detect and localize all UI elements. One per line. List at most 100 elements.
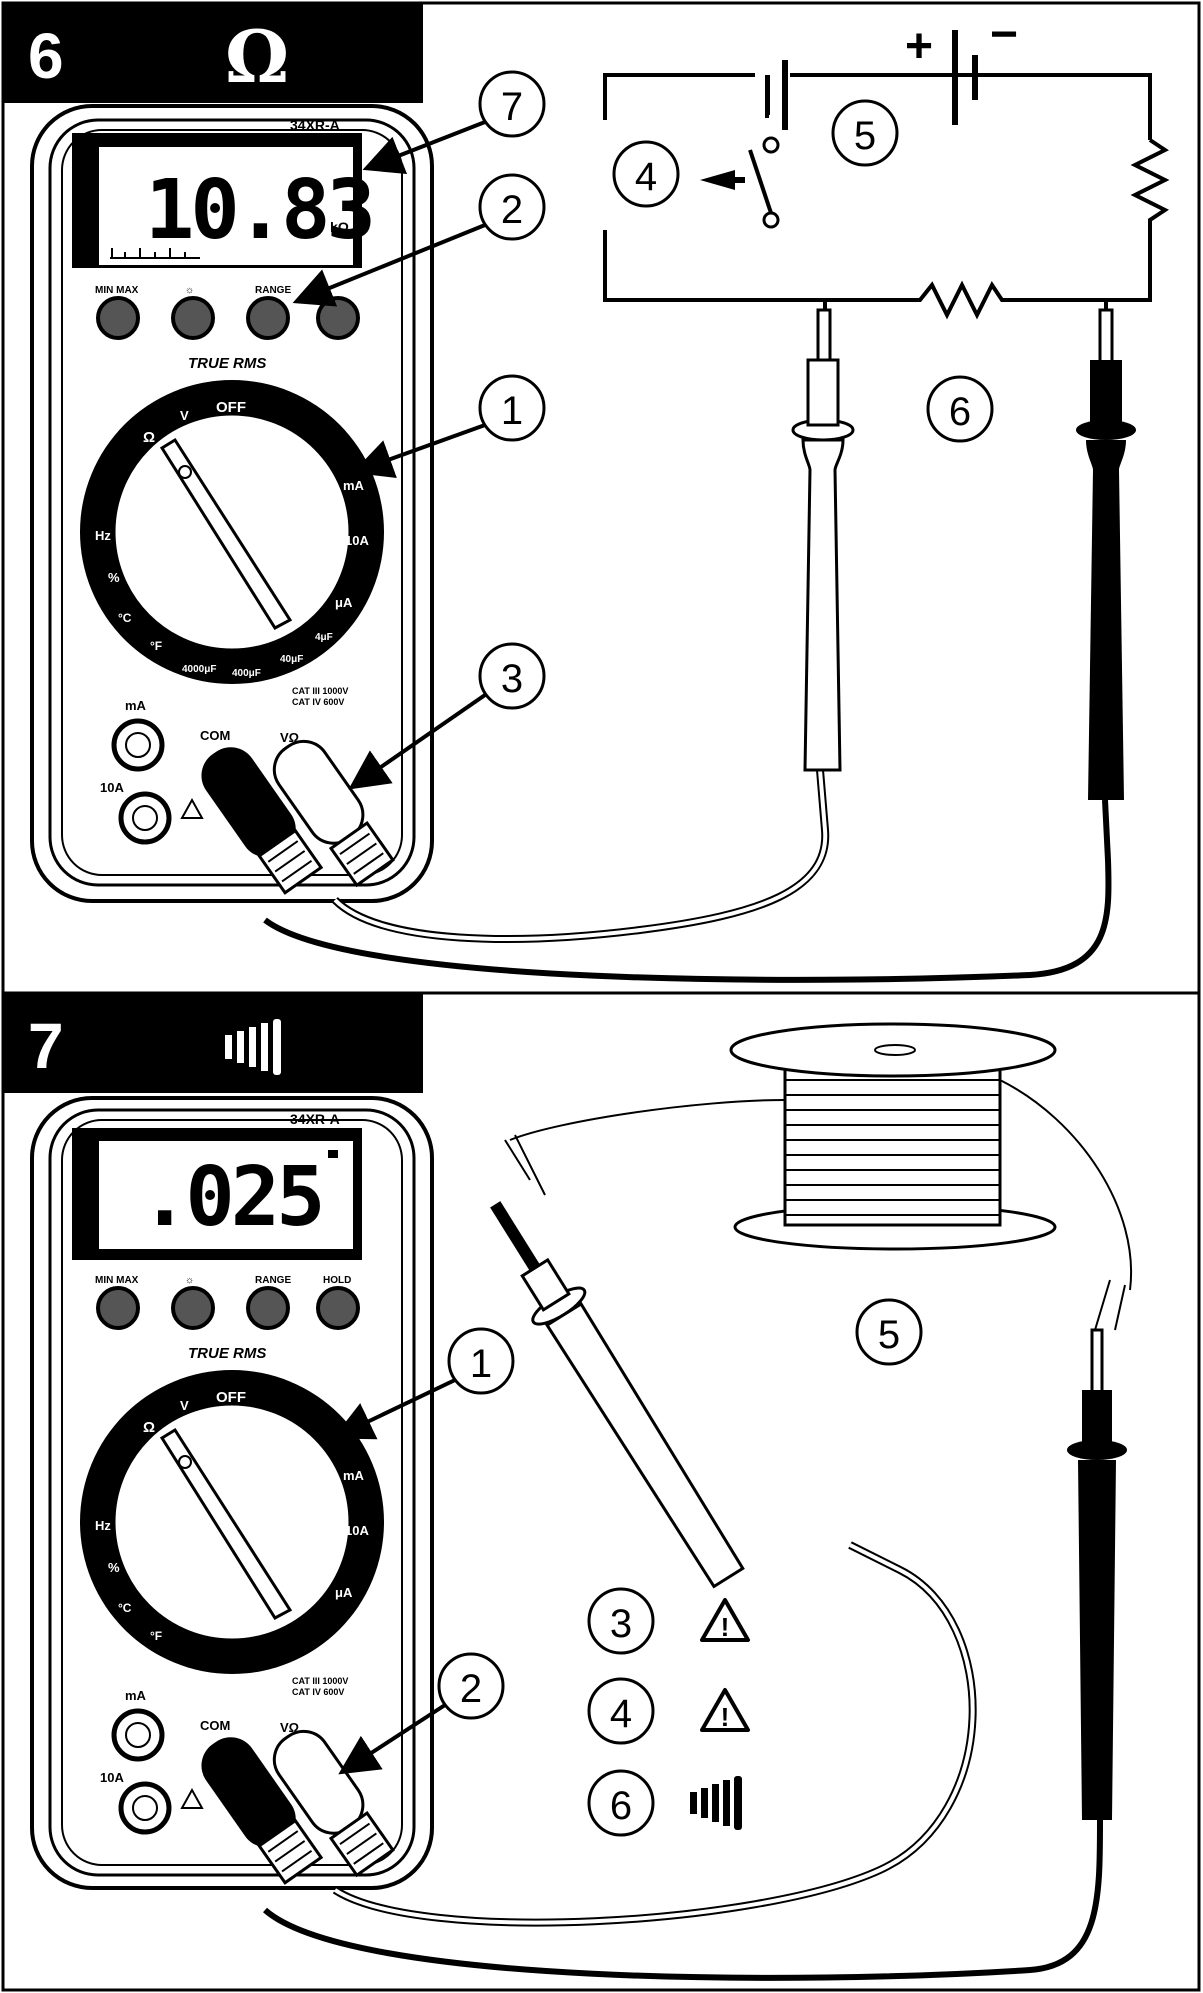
switch-gap — [595, 120, 617, 230]
cat-rating-2: CAT IV 600V — [292, 1687, 344, 1697]
panel-6-header — [3, 3, 423, 103]
dial-off-label: OFF — [216, 1389, 246, 1406]
wire-end-left — [509, 1099, 786, 1141]
range-button — [246, 296, 290, 340]
switch-contact-top — [762, 136, 780, 154]
callouts-7: 1 2 5 — [332, 1298, 923, 1775]
lead-plugs-7 — [201, 1729, 395, 1885]
dial-hz-label: Hz — [95, 1518, 111, 1533]
lcd-unit: kΩ — [330, 219, 349, 235]
resistor-bottom — [825, 280, 1012, 320]
callout-6-circle — [926, 375, 994, 443]
callout-1-circle — [447, 1327, 515, 1395]
black-probe-handle — [1078, 1460, 1116, 1820]
dial-10a-label: 10A — [345, 1523, 369, 1538]
panel-7: 7 34XR-A .025 MIN MAX ☼ RANGE HOLD — [1, 991, 1201, 1992]
callout-2-label: 2 — [460, 1667, 482, 1711]
black-probe-tip — [1090, 1328, 1104, 1397]
red-lead-wire — [333, 769, 828, 941]
black-plug-body — [201, 747, 296, 858]
dial-percent-label: % — [108, 570, 120, 585]
dial-v-label: V — [180, 408, 189, 423]
minmax-button — [96, 296, 140, 340]
dial-celsius-label: °C — [118, 611, 132, 625]
jack-com-label: COM — [200, 1718, 230, 1733]
black-probe-tip — [1098, 308, 1114, 367]
legend-4-label: 4 — [610, 1692, 632, 1736]
spool-coil — [783, 1063, 1002, 1227]
callouts-6: 7 2 1 3 4 5 6 — [292, 70, 994, 790]
lcd-continuity-indicator — [328, 1150, 338, 1158]
backlight-button — [171, 1286, 215, 1330]
warning-exclamation: ! — [721, 1702, 730, 1732]
dial-40uf-label: 40μF — [280, 654, 303, 665]
lcd-reading: 10.83 — [145, 163, 372, 258]
switch-contact-bottom — [762, 211, 780, 229]
callout-5-circle — [831, 99, 899, 167]
black-probe-7 — [1067, 1328, 1127, 1820]
jack-ma-inner — [125, 732, 151, 758]
warning-icon — [700, 1598, 750, 1642]
jack-10a-label: 10A — [100, 780, 124, 795]
callout-3-label: 3 — [501, 657, 523, 701]
switch-blade — [748, 149, 773, 214]
dial-percent-label: % — [108, 1560, 120, 1575]
legend-3-label: 3 — [610, 1602, 632, 1646]
battery-minus: − — [990, 8, 1018, 61]
black-lead-wire — [263, 1819, 1103, 1981]
callout-4-label: 4 — [635, 155, 657, 199]
black-probe-collar — [1082, 1390, 1112, 1445]
stripped-end-right — [1094, 1279, 1126, 1331]
red-probe-handle — [545, 1301, 745, 1589]
meter-model: 34XR-A — [290, 1111, 340, 1127]
red-plug — [272, 739, 395, 888]
black-probe-collar — [1090, 360, 1122, 425]
red-lead-wire — [333, 1543, 975, 1925]
dial-ma-label: mA — [343, 1468, 365, 1483]
dial-ohm-label: Ω — [143, 1419, 155, 1436]
circuit — [603, 60, 1170, 320]
cat-rating: CAT III 1000V — [292, 686, 348, 696]
dial-pointer — [159, 1427, 293, 1620]
jack-com-label: COM — [200, 728, 230, 743]
meter-inner-case — [61, 1119, 403, 1866]
meter-buttons: MIN MAX ☼ RANGE HOLD — [95, 1275, 360, 1330]
jack-ma-label: mA — [125, 1688, 147, 1703]
warning-icon — [700, 1688, 750, 1732]
switch-open-arrow — [700, 170, 735, 190]
panel-6-number: 6 — [28, 20, 64, 92]
jack-vohm-label: VΩ — [280, 1720, 299, 1735]
spool-hub — [874, 1044, 916, 1056]
callout-1-arrow — [332, 1378, 456, 1440]
stripped-end-left — [504, 1134, 546, 1196]
legend-3-circle — [587, 1587, 655, 1655]
dial-ua-label: μA — [335, 595, 353, 610]
lcd-screen — [97, 145, 355, 267]
jack-vohm-label: VΩ — [280, 730, 299, 745]
red-probe-tip — [490, 1201, 543, 1276]
cat-rating: CAT III 1000V — [292, 1676, 348, 1686]
wire-spool — [504, 1022, 1133, 1331]
switch — [595, 120, 780, 230]
red-probe-7 — [490, 1201, 745, 1589]
callout-2-arrow — [292, 223, 486, 307]
dial-celsius-label: °C — [118, 1601, 132, 1615]
dial-400uf-label: 400μF — [232, 668, 261, 679]
panel-6: 6 Ω 34XR-A 10.83 kΩ MIN MA — [1, 1, 1201, 995]
callout-1-circle — [478, 374, 546, 442]
red-probe-collar — [806, 358, 840, 427]
legend-6-label: 6 — [610, 1784, 632, 1828]
range-button — [246, 1286, 290, 1330]
jack-10a-label: 10A — [100, 1770, 124, 1785]
callout-3-circle — [478, 642, 546, 710]
callout-2-arrow — [338, 1703, 447, 1775]
callout-5-label: 5 — [878, 1313, 900, 1357]
battery-plus: + — [905, 20, 933, 73]
dial-4000uf-label: 4000μF — [182, 664, 216, 675]
button-range-label: RANGE — [255, 1275, 291, 1286]
callout-1-label: 1 — [470, 1342, 492, 1386]
callout-5-circle — [855, 1298, 923, 1366]
dial-off-label: OFF — [216, 399, 246, 416]
spool-windings — [785, 1079, 1000, 1216]
ohm-symbol: Ω — [225, 14, 289, 99]
